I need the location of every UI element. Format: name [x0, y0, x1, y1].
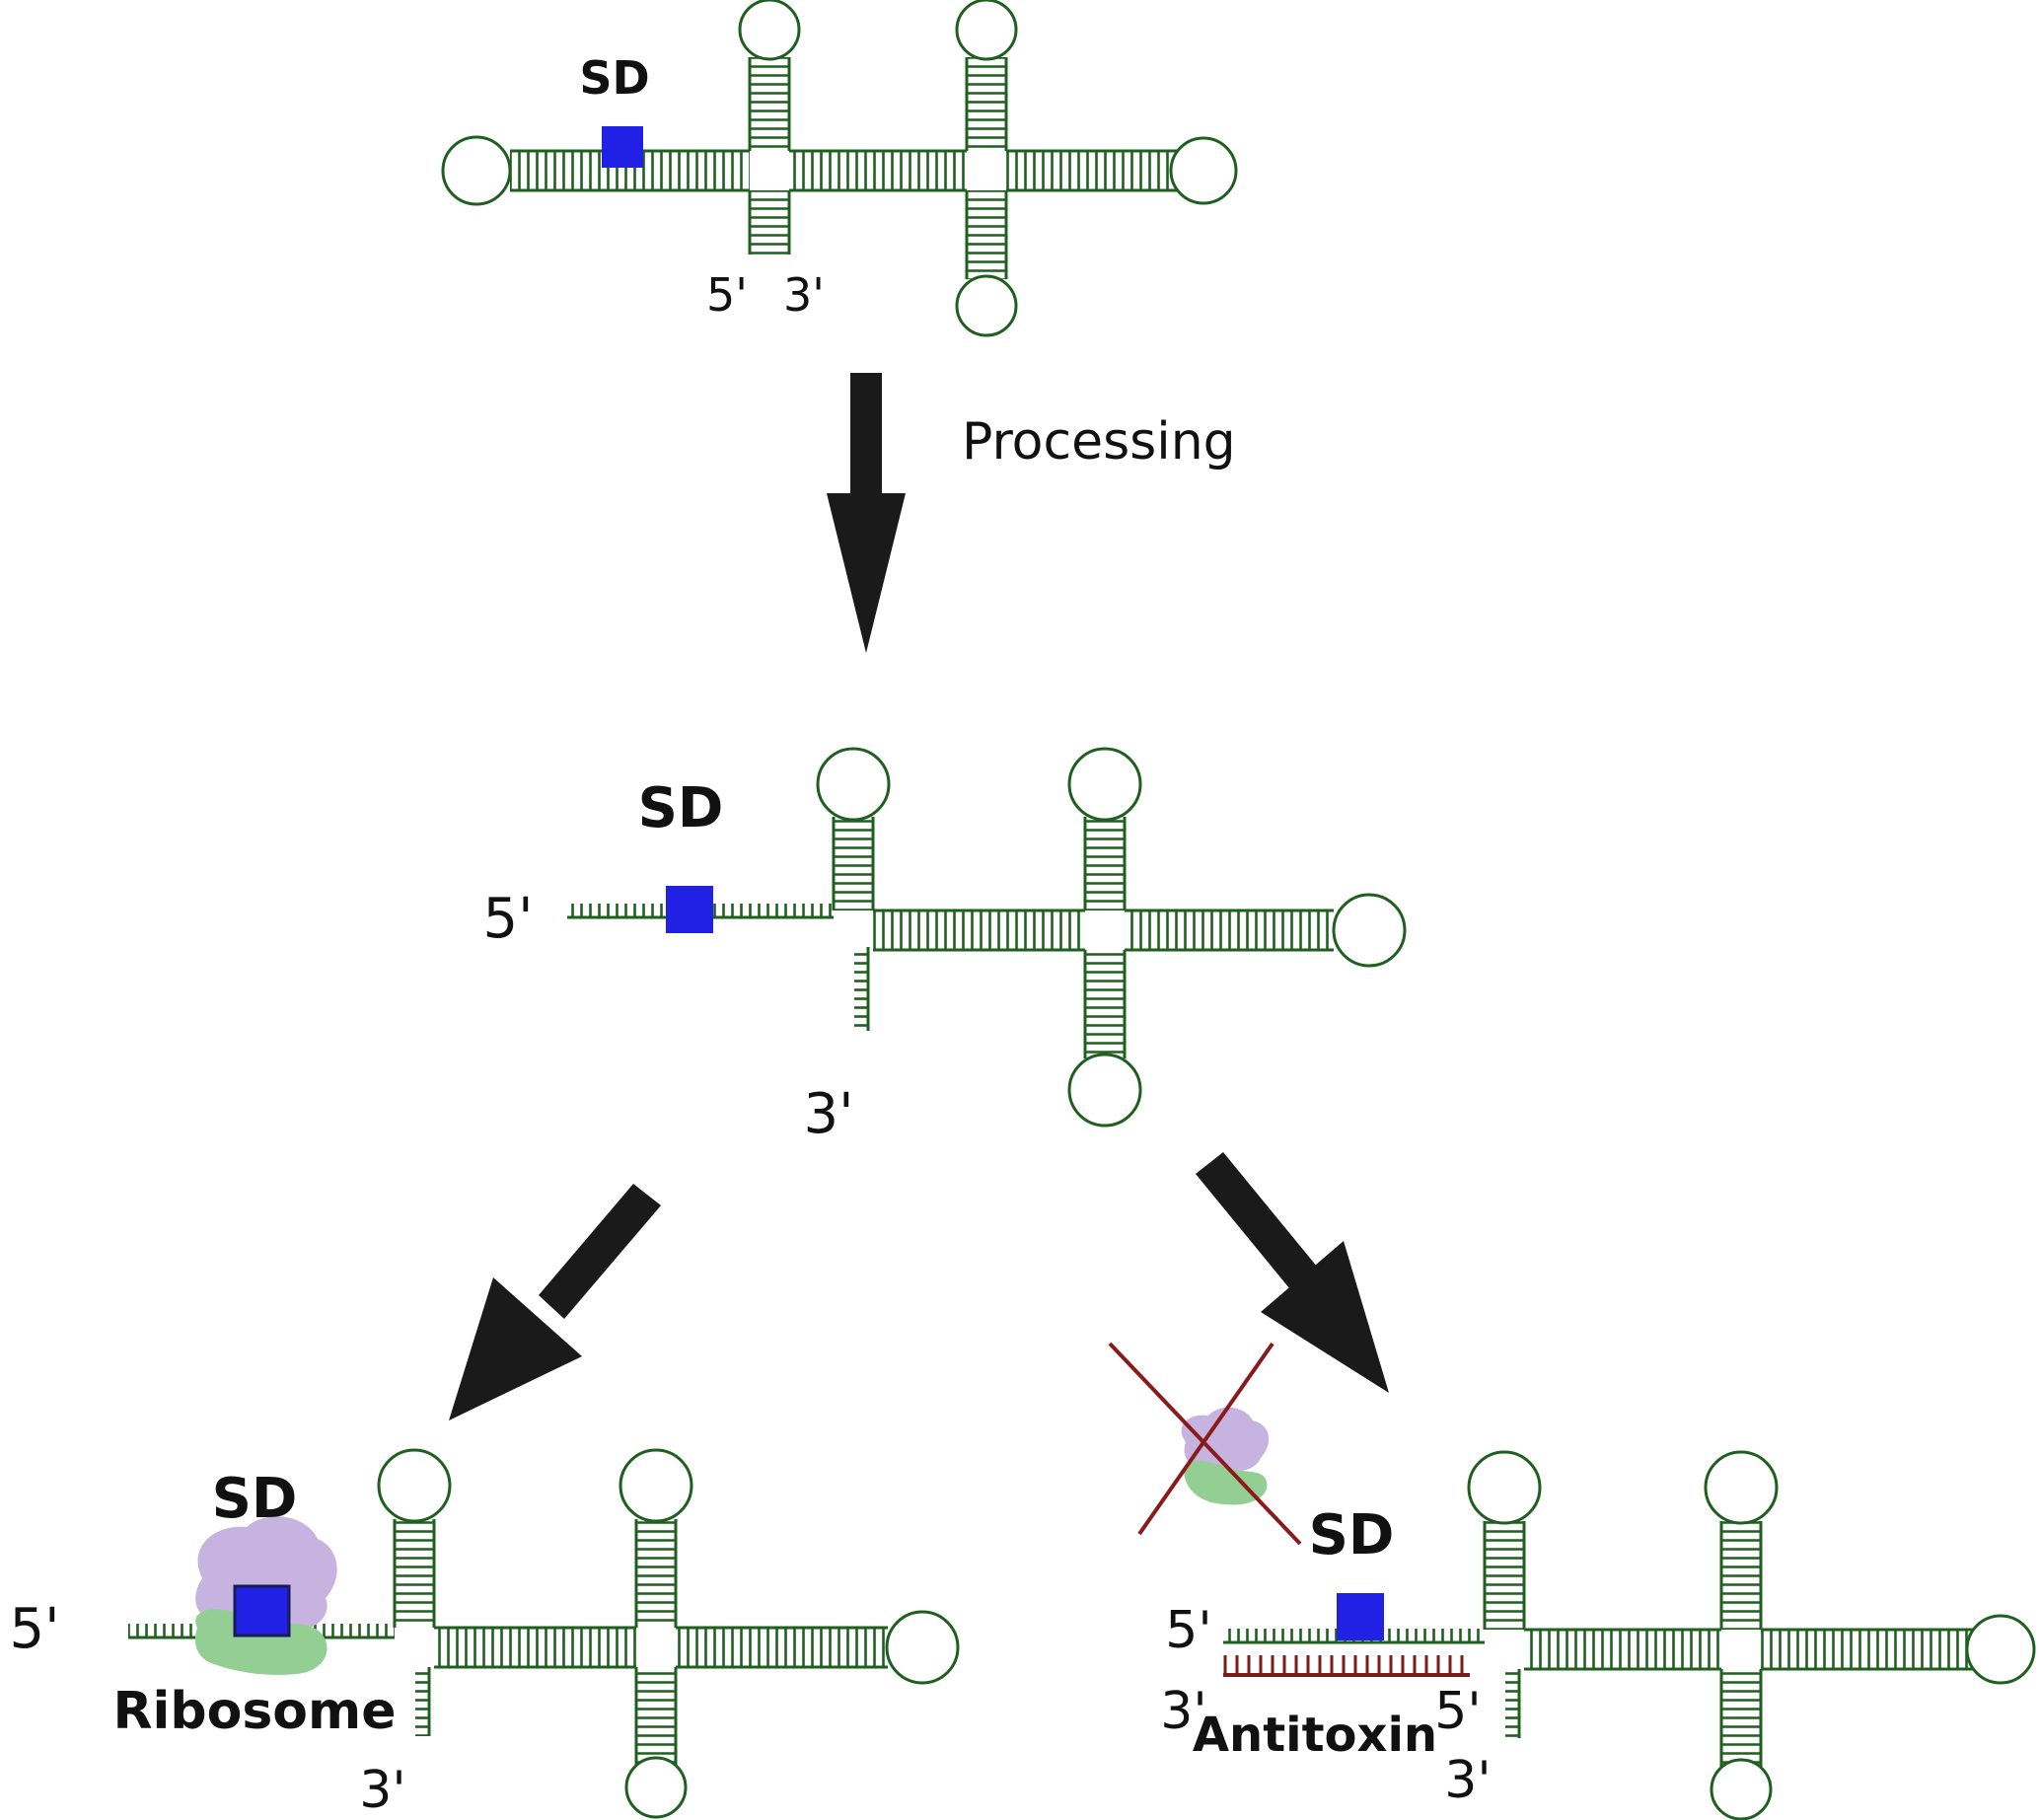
ribosome-small-subunit: [194, 1609, 328, 1675]
ribosome-large-subunit: [195, 1516, 337, 1638]
arrow-to-translation: [449, 1184, 661, 1420]
five-prime-label-antitoxin: 5': [1434, 1682, 1481, 1741]
five-prime-label-stage3b: 5': [1165, 1601, 1211, 1660]
sd-box-stage3a: [233, 1584, 291, 1638]
blocked-cross-icon: [1108, 1342, 1302, 1546]
three-prime-label-stage2: 3': [803, 1082, 853, 1146]
stage-translation-rna: [128, 1448, 960, 1819]
three-prime-label-stage3a: 3': [359, 1761, 405, 1820]
three-prime-label-stage1: 3': [783, 268, 825, 322]
sd-box-stage2: [666, 886, 713, 933]
stage-antitoxin-rna: [1223, 1450, 2036, 1820]
stage-processed-rna: [567, 747, 1407, 1128]
sd-box-stage3b: [1337, 1593, 1384, 1640]
five-prime-label-stage1: 5': [706, 268, 748, 322]
blocked-ribosome: [1181, 1407, 1270, 1505]
sd-box-stage1: [602, 126, 643, 168]
three-prime-label-stage3b: 3': [1444, 1751, 1491, 1810]
antitoxin-label: Antitoxin: [1193, 1708, 1437, 1763]
ribosome-label: Ribosome: [113, 1682, 397, 1741]
three-prime-label-antitoxin: 3': [1160, 1682, 1206, 1741]
antitoxin-strand: [1223, 1655, 1470, 1677]
five-prime-label-stage3a: 5': [9, 1597, 59, 1661]
processing-arrow: [827, 373, 906, 653]
sd-label-stage1: SD: [579, 51, 649, 105]
five-prime-label-stage2: 5': [482, 887, 533, 951]
sd-label-stage3a: SD: [212, 1467, 298, 1531]
stage-unprocessed-rna: [441, 0, 1238, 337]
blocked-ribosome-large-subunit: [1181, 1407, 1270, 1472]
ribosome: [194, 1516, 337, 1675]
processing-label: Processing: [962, 412, 1236, 472]
arrow-to-antitoxin-binding: [1196, 1152, 1389, 1393]
sd-label-stage3b: SD: [1309, 1503, 1395, 1567]
blocked-ribosome-small-subunit: [1183, 1460, 1268, 1505]
sd-label-stage2: SD: [638, 776, 724, 840]
